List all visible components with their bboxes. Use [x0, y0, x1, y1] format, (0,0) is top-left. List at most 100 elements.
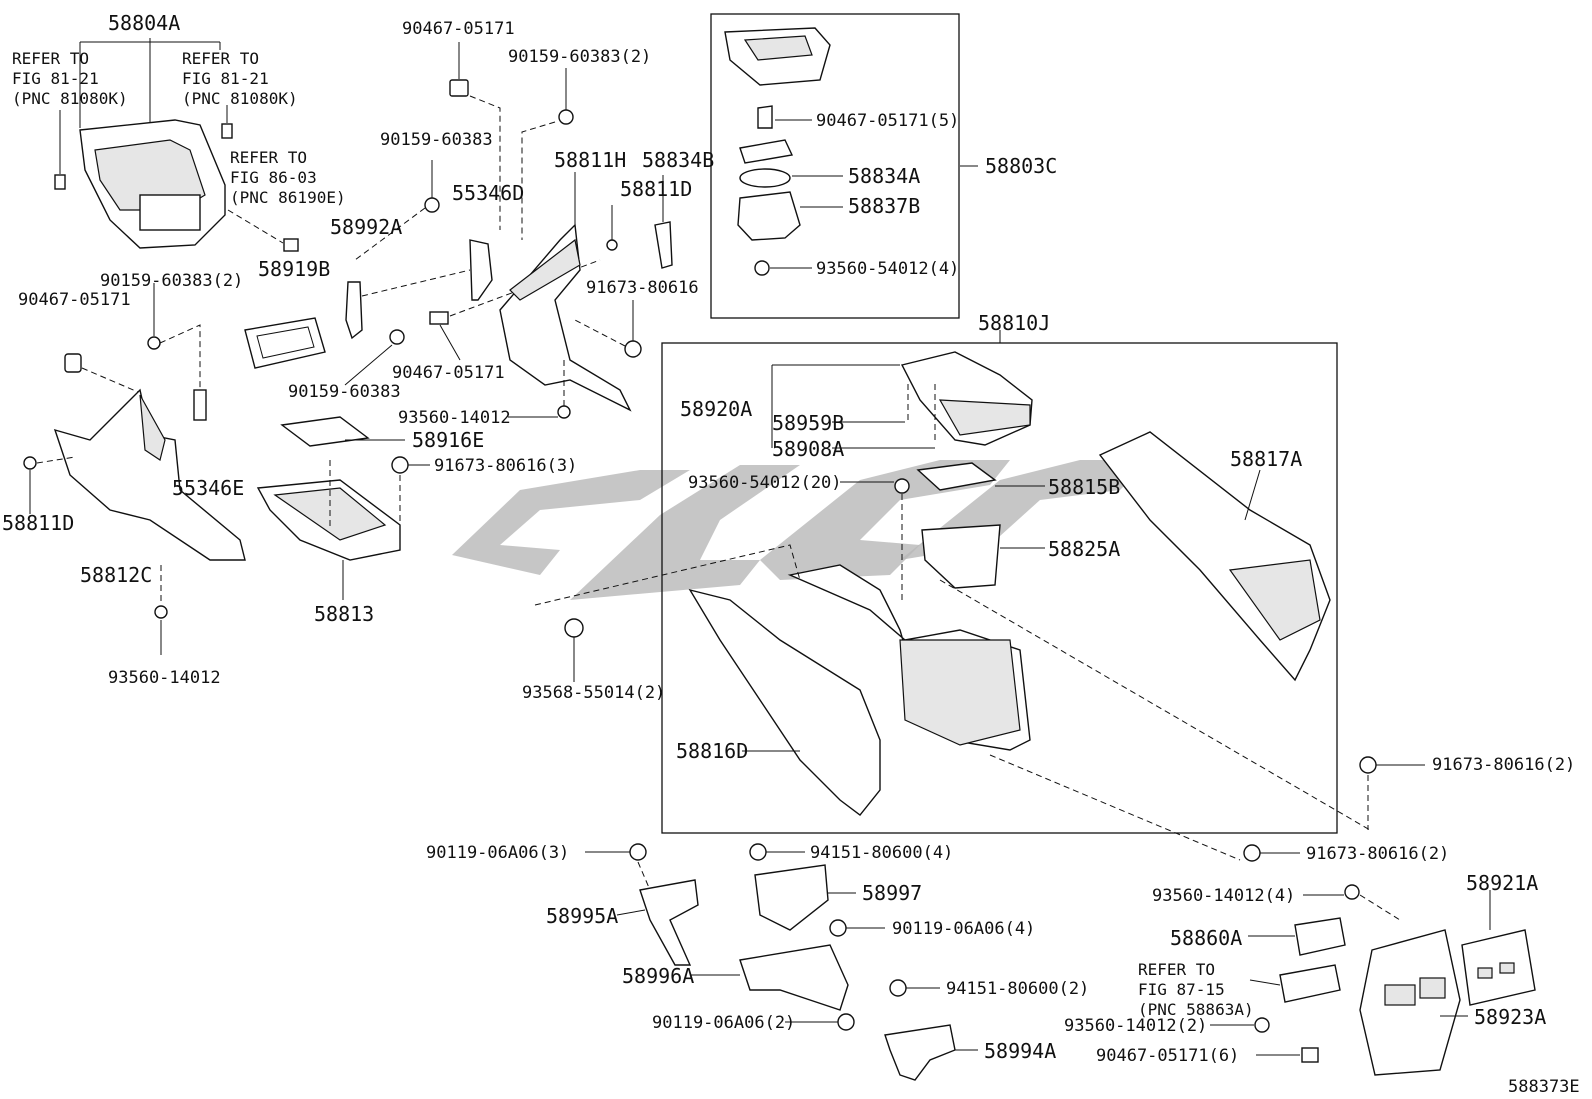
part-55346D-bracket	[469, 239, 493, 301]
part-58837B-cupholder	[737, 191, 801, 241]
screw-icon	[558, 109, 574, 125]
ref-line: FIG 87-15	[1138, 980, 1225, 999]
label-58811D-a: 58811D	[2, 511, 74, 535]
label-93560-14012-b: 93560-14012	[398, 408, 511, 428]
part-58834A-mat	[739, 168, 791, 188]
label-91673-80616-2b: 91673-80616(2)	[1306, 844, 1449, 864]
label-58813: 58813	[314, 602, 374, 626]
label-58921A: 58921A	[1466, 871, 1538, 895]
pin-icon	[606, 239, 618, 251]
part-58863A-vent	[1279, 964, 1341, 1003]
clip-icon	[449, 79, 469, 97]
label-90467-05171-a: 90467-05171	[18, 290, 131, 310]
screw-icon	[894, 478, 910, 494]
label-58837B: 58837B	[848, 194, 920, 218]
part-58860A-vent	[1294, 917, 1346, 956]
pin-icon	[23, 456, 37, 470]
label-94151-80600-4: 94151-80600(4)	[810, 843, 953, 863]
label-93560-14012-2: 93560-14012(2)	[1064, 1016, 1207, 1036]
reference-note-1: REFER TO FIG 81-21 (PNC 81080K)	[12, 49, 128, 108]
part-58813-tray	[256, 479, 401, 561]
screw-icon	[1243, 844, 1261, 862]
label-90119-06A06-3: 90119-06A06(3)	[426, 843, 569, 863]
label-58959B: 58959B	[772, 411, 844, 435]
part-58817A-side-panel	[1098, 431, 1331, 682]
label-58834A: 58834A	[848, 164, 920, 188]
ref-line: REFER TO	[182, 49, 259, 68]
part-58920A-armrest	[900, 351, 1033, 446]
label-90467-05171-6: 90467-05171(6)	[1096, 1046, 1239, 1066]
ref-line: FIG 86-03	[230, 168, 317, 187]
screw-icon	[1359, 756, 1377, 774]
clip-icon	[64, 353, 82, 373]
label-58825A: 58825A	[1048, 537, 1120, 561]
clip-icon	[54, 174, 66, 190]
connector-icon	[283, 238, 299, 252]
label-58995A: 58995A	[546, 904, 618, 928]
label-58860A: 58860A	[1170, 926, 1242, 950]
label-58804A: 58804A	[108, 11, 180, 35]
part-58992A-bracket	[345, 281, 363, 340]
reference-note-4: REFER TO FIG 87-15 (PNC 58863A)	[1138, 960, 1254, 1019]
reference-note-2: REFER TO FIG 81-21 (PNC 81080K)	[182, 49, 298, 108]
part-58812C-side-trim	[53, 388, 246, 561]
reference-note-3: REFER TO FIG 86-03 (PNC 86190E)	[230, 148, 346, 207]
screw-icon	[889, 979, 907, 997]
label-58992A: 58992A	[330, 215, 402, 239]
label-58994A: 58994A	[984, 1039, 1056, 1063]
ref-line: FIG 81-21	[12, 69, 99, 88]
label-90467-05171-top: 90467-05171	[402, 19, 515, 39]
ref-line: (PNC 58863A)	[1138, 1000, 1254, 1019]
part-58994A-bracket	[884, 1024, 956, 1081]
label-91673-80616-3: 91673-80616(3)	[434, 456, 577, 476]
label-58815B: 58815B	[1048, 475, 1120, 499]
label-90467-05171-5: 90467-05171(5)	[816, 111, 959, 131]
label-58908A: 58908A	[772, 437, 844, 461]
label-94151-80600-2: 94151-80600(2)	[946, 979, 1089, 999]
label-58834B: 58834B	[642, 148, 714, 172]
label-90159-60383-a: 90159-60383	[380, 130, 493, 150]
label-91673-80616-2a: 91673-80616(2)	[1432, 755, 1575, 775]
clip-icon	[221, 123, 233, 139]
label-93560-54012-4: 93560-54012(4)	[816, 259, 959, 279]
label-90119-06A06-2: 90119-06A06(2)	[652, 1013, 795, 1033]
ref-line: (PNC 86190E)	[230, 188, 346, 207]
label-90467-05171-b: 90467-05171	[392, 363, 505, 383]
label-58997: 58997	[862, 881, 922, 905]
ref-line: (PNC 81080K)	[12, 89, 128, 108]
part-58995A-bracket	[639, 879, 699, 966]
label-93560-54012-20: 93560-54012(20)	[688, 473, 842, 493]
screw-icon	[564, 618, 584, 638]
label-58816D: 58816D	[676, 739, 748, 763]
part-58919B-display-bezel	[244, 317, 326, 369]
label-91673-80616-a: 91673-80616	[586, 278, 699, 298]
screw-icon	[1344, 884, 1360, 900]
ref-line: REFER TO	[230, 148, 307, 167]
screw-icon	[837, 1013, 855, 1031]
part-58816D-side-panel	[688, 588, 881, 816]
screw-icon	[154, 605, 168, 619]
part-58825A-bin	[921, 524, 1001, 589]
part-58834B-trim	[654, 221, 673, 269]
screw-icon	[624, 340, 642, 358]
label-90119-06A06-4: 90119-06A06(4)	[892, 919, 1035, 939]
label-58923A: 58923A	[1474, 1005, 1546, 1029]
part-58997-bracket	[754, 864, 829, 931]
label-55346D: 55346D	[452, 181, 524, 205]
screw-icon	[754, 260, 770, 276]
label-58812C: 58812C	[80, 563, 152, 587]
screw-icon	[829, 919, 847, 937]
label-93568-55014-2: 93568-55014(2)	[522, 683, 665, 703]
screw-icon	[389, 329, 405, 345]
ref-line: FIG 81-21	[182, 69, 269, 88]
part-58921A-panel	[1461, 929, 1536, 1006]
label-58803C: 58803C	[985, 154, 1057, 178]
clip-icon	[1301, 1047, 1319, 1063]
label-90159-60383-2a: 90159-60383(2)	[100, 271, 243, 291]
label-58811H: 58811H	[554, 148, 626, 172]
part-58996A-tray	[739, 944, 849, 1011]
label-58996A: 58996A	[622, 964, 694, 988]
diagram-id: 588373E	[1508, 1077, 1580, 1097]
part-58811H-bracket	[499, 223, 632, 412]
